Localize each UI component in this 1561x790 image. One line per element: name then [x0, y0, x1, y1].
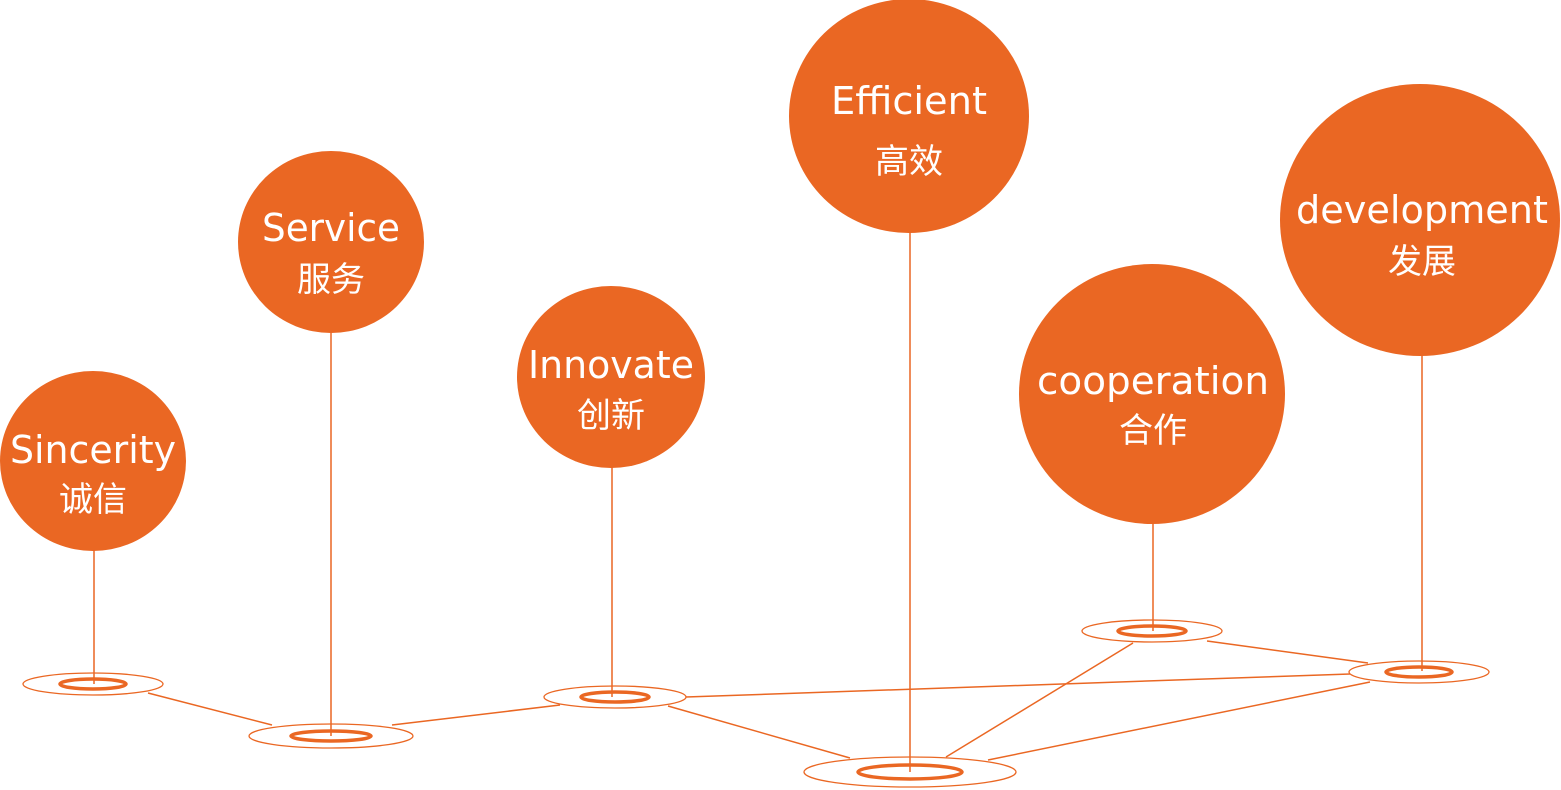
bubble-innovate: Innovate 创新 — [517, 286, 705, 468]
bubble-label-zh: 诚信 — [59, 480, 127, 520]
bubble-sincerity: Sincerity 诚信 — [0, 371, 186, 551]
base-ring-inner — [58, 677, 128, 691]
link-sincerity-service — [147, 692, 273, 726]
base-ring-outer — [803, 756, 1017, 788]
bubble-label-en: Efficient — [831, 79, 987, 123]
base-ring-outer — [248, 723, 414, 749]
bubble-label-en: Service — [262, 206, 400, 250]
base-ring-outer — [1081, 619, 1223, 643]
base-ring-service — [248, 723, 414, 749]
base-ring-sincerity — [22, 672, 164, 696]
base-ring-inner — [856, 763, 964, 781]
bubble-efficient: Efficient 高效 — [789, 0, 1029, 233]
base-ring-inner — [579, 690, 651, 704]
bubble-circle — [517, 286, 705, 468]
base-ring-outer — [22, 672, 164, 696]
bubble-label-zh: 服务 — [297, 260, 365, 300]
bubble-cooperation: cooperation 合作 — [1019, 264, 1285, 524]
bubble-label-en: cooperation — [1037, 359, 1269, 403]
link-cooperation-development — [1206, 640, 1369, 664]
base-ring-inner — [1116, 624, 1188, 638]
bubble-label-zh: 创新 — [577, 396, 645, 436]
value-bubbles: Sincerity 诚信 Service 服务 Innovate 创新 Effi… — [0, 0, 1560, 551]
base-ring-outer — [543, 685, 687, 709]
base-rings — [22, 619, 1490, 788]
bubble-label-en: Sincerity — [10, 428, 176, 472]
bubble-label-en: Innovate — [528, 343, 694, 387]
link-cooperation-efficient — [945, 642, 1134, 758]
base-ring-outer — [1348, 660, 1490, 684]
base-ring-development — [1348, 660, 1490, 684]
base-ring-innovate — [543, 685, 687, 709]
bubble-circle — [1280, 84, 1560, 356]
bubble-label-zh: 合作 — [1119, 411, 1187, 451]
base-ring-inner — [1384, 665, 1454, 679]
base-ring-efficient — [803, 756, 1017, 788]
bubble-label-zh: 高效 — [875, 142, 943, 182]
link-innovate-efficient — [667, 705, 851, 759]
bubble-label-en: development — [1296, 188, 1548, 232]
link-development-efficient — [987, 681, 1371, 761]
bubble-circle — [789, 0, 1029, 233]
network-links — [147, 640, 1371, 761]
bubble-service: Service 服务 — [238, 151, 424, 333]
bubble-development: development 发展 — [1280, 84, 1560, 356]
base-ring-inner — [289, 729, 373, 743]
link-innovate-development — [685, 673, 1351, 698]
base-ring-cooperation — [1081, 619, 1223, 643]
bubble-circle — [0, 371, 186, 551]
bubble-circle — [1019, 264, 1285, 524]
link-service-innovate — [391, 704, 561, 726]
node-stems — [93, 232, 1423, 772]
bubble-circle — [238, 151, 424, 333]
bubble-label-zh: 发展 — [1388, 242, 1456, 282]
